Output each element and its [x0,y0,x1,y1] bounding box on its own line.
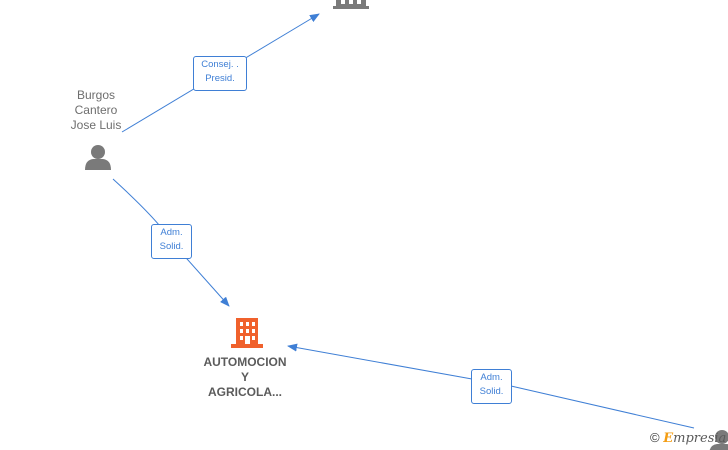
company-name-line: AUTOMOCION [203,355,287,369]
person-main-node[interactable] [85,145,111,170]
copyright-symbol: © [650,430,660,445]
main-company-node[interactable] [231,318,263,348]
company-name-line: Y [240,370,249,384]
main-company-name[interactable]: AUTOMOCION Y AGRICOLA... [195,355,295,400]
edge-label-line: Solid. [159,241,184,252]
person-name-line: Cantero [74,103,118,117]
edge-label-line: Presid. [205,73,235,84]
person-icon [709,430,728,450]
edge-label-adm-solid-main[interactable]: Adm. Solid. [151,224,192,259]
person-corner-node[interactable] [709,430,728,450]
edge-label-line: Consej. . [201,59,239,70]
edge-label-consej-presid[interactable]: Consej. . Presid. [193,56,247,91]
top-company-node[interactable] [333,0,369,9]
edge-label-adm-solid-corner[interactable]: Adm. Solid. [471,369,512,404]
edge-label-line: Solid. [479,386,504,397]
edge-label-line: Adm. [160,227,183,238]
person-name-line: Burgos [76,88,116,102]
empresia-watermark: © Empresia [650,430,726,446]
building-icon [333,0,369,9]
building-icon [231,318,263,348]
person-icon [85,145,111,170]
person-name-line: Jose Luis [70,118,122,132]
edge-label-line: Adm. [480,372,503,383]
company-name-line: AGRICOLA... [208,385,282,399]
person-main-name: Burgos Cantero Jose Luis [60,88,132,133]
empresia-logo: Empresia [663,431,727,446]
